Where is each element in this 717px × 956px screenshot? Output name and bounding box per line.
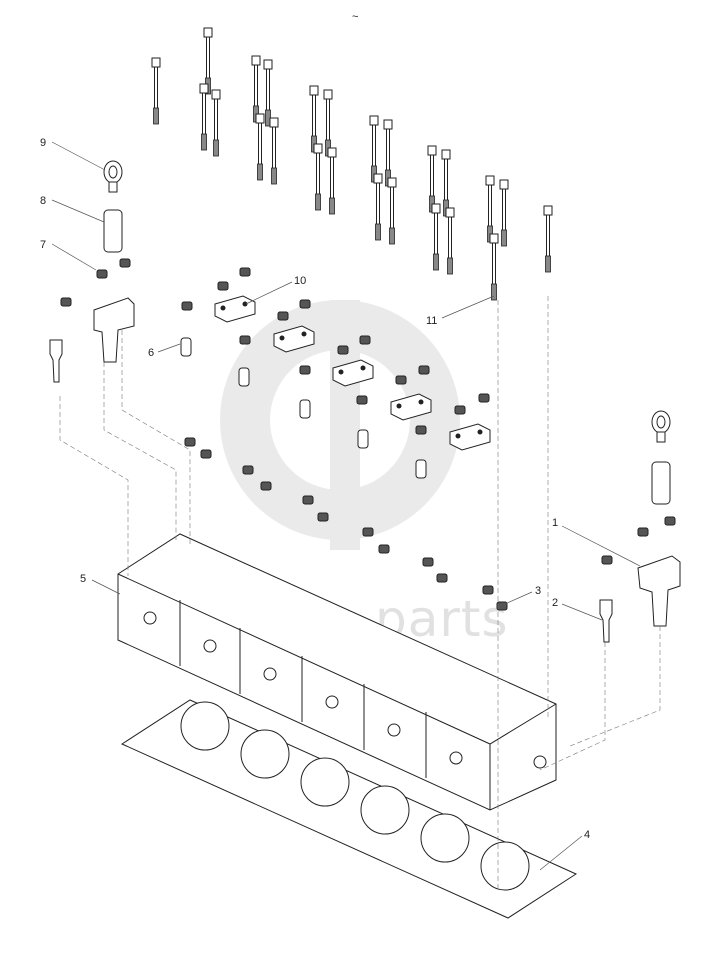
assembly-guides [59,296,661,890]
rocker-support-right [637,555,681,627]
callout-2: 2 [552,597,558,609]
callout-9: 9 [40,137,46,149]
cylinder-head-bolts [151,27,553,301]
callout-11: 11 [426,315,437,327]
spacer-left [103,209,123,253]
callout-4: 4 [584,829,590,841]
cylinder-head [117,533,557,811]
callout-7: 7 [40,239,46,251]
head-gasket [120,699,578,919]
callout-leaders [51,141,641,871]
lifting-eye-left [103,160,123,193]
callout-6: 6 [148,347,154,359]
watermark-logo [220,300,460,550]
rocker-support-left [93,297,135,363]
callout-1: 1 [552,517,558,529]
top-mark: ~ [352,11,358,23]
callout-5: 5 [80,573,86,585]
callout-8: 8 [40,195,46,207]
callout-3: 3 [535,585,541,597]
callout-10: 10 [294,275,306,287]
lifting-eye-right [651,410,671,505]
